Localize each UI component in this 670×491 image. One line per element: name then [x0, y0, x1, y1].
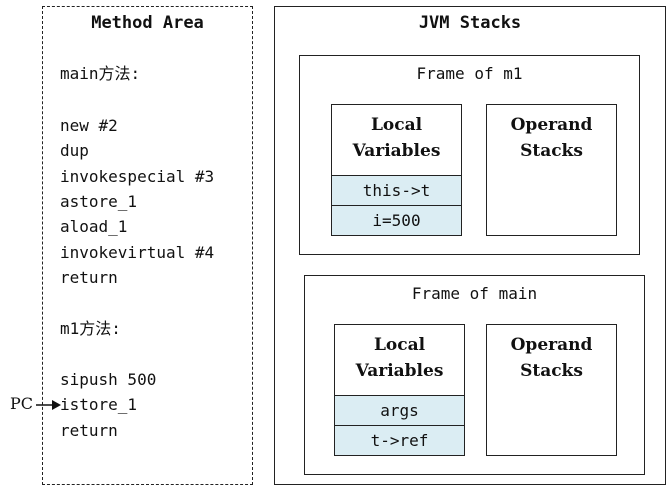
jvm-stacks-title: JVM Stacks: [418, 13, 522, 33]
code-line: sipush 500: [60, 370, 157, 389]
box-title: Local: [370, 115, 423, 135]
frame-m1: Frame of m1: [299, 55, 640, 255]
local-variables-m1: Local Variables this->t i=500: [331, 104, 462, 236]
code-line: astore_1: [60, 192, 138, 211]
box-title: Operand: [510, 335, 593, 355]
code-line: invokespecial #3: [60, 167, 215, 186]
frame-title: Frame of main: [411, 284, 538, 303]
box-title: Operand: [510, 115, 593, 135]
code-line: invokevirtual #4: [60, 243, 215, 262]
code-line: m1方法:: [60, 319, 121, 338]
code-line-current: istore_1: [60, 395, 138, 414]
frame-main: Frame of main: [304, 275, 645, 475]
operand-stacks-m1: Operand Stacks: [486, 104, 617, 236]
local-variable-cell: t->ref: [335, 425, 464, 455]
code-line: new #2: [60, 116, 118, 135]
box-title: Local: [373, 335, 426, 355]
method-area: [42, 6, 253, 485]
operand-stacks-main: Operand Stacks: [486, 324, 617, 456]
code-line: main方法:: [60, 64, 141, 83]
pc-label: PC: [10, 394, 34, 413]
frame-title: Frame of m1: [416, 64, 523, 83]
code-line: return: [60, 268, 118, 287]
pc-arrow-icon: [36, 400, 61, 410]
box-title: Stacks: [520, 141, 583, 161]
box-title: Variables: [355, 361, 444, 381]
box-title: Stacks: [520, 361, 583, 381]
local-variable-cell: args: [335, 395, 464, 425]
local-variable-cell: i=500: [332, 205, 461, 235]
local-variables-main: Local Variables args t->ref: [334, 324, 465, 456]
code-line: dup: [60, 141, 89, 160]
method-area-title: Method Area: [91, 13, 204, 33]
jvm-stacks: [274, 6, 666, 485]
box-title: Variables: [352, 141, 441, 161]
code-line: aload_1: [60, 217, 128, 236]
code-line: return: [60, 421, 118, 440]
local-variable-cell: this->t: [332, 175, 461, 205]
